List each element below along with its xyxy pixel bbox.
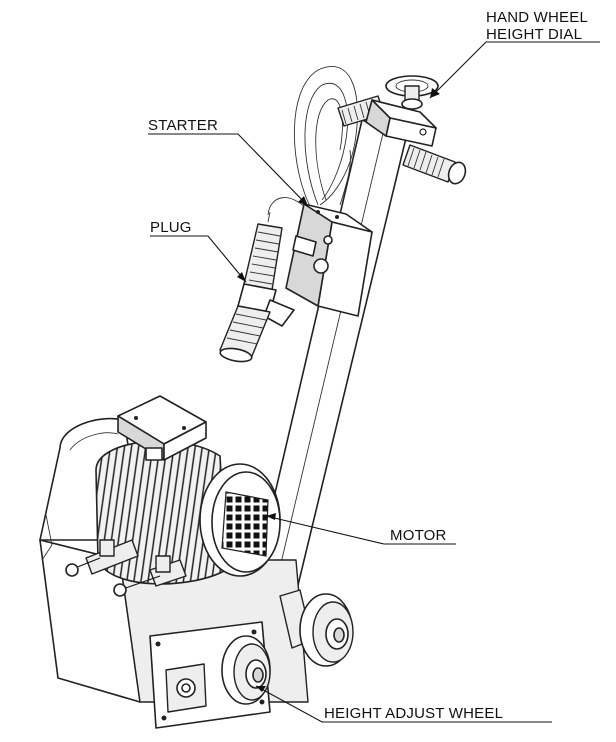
label-height-dial: HEIGHT DIAL bbox=[486, 26, 582, 43]
power-cable bbox=[267, 66, 358, 216]
rear-wheel bbox=[279, 589, 354, 667]
label-hand-wheel: HAND WHEEL bbox=[486, 9, 588, 26]
handle-head-block bbox=[365, 99, 437, 147]
plug bbox=[219, 211, 295, 363]
label-starter: STARTER bbox=[148, 117, 218, 134]
starter-box bbox=[285, 203, 373, 317]
label-motor: MOTOR bbox=[390, 527, 447, 544]
handle-grip-right bbox=[402, 144, 467, 185]
leader-lines bbox=[148, 41, 600, 723]
label-height-adjust-wheel: HEIGHT ADJUST WHEEL bbox=[324, 705, 503, 722]
height-adjust-wheel bbox=[221, 635, 271, 705]
motor bbox=[95, 395, 281, 585]
base-bolts bbox=[65, 539, 187, 597]
label-plug: PLUG bbox=[150, 219, 192, 236]
hand-wheel bbox=[385, 75, 439, 110]
